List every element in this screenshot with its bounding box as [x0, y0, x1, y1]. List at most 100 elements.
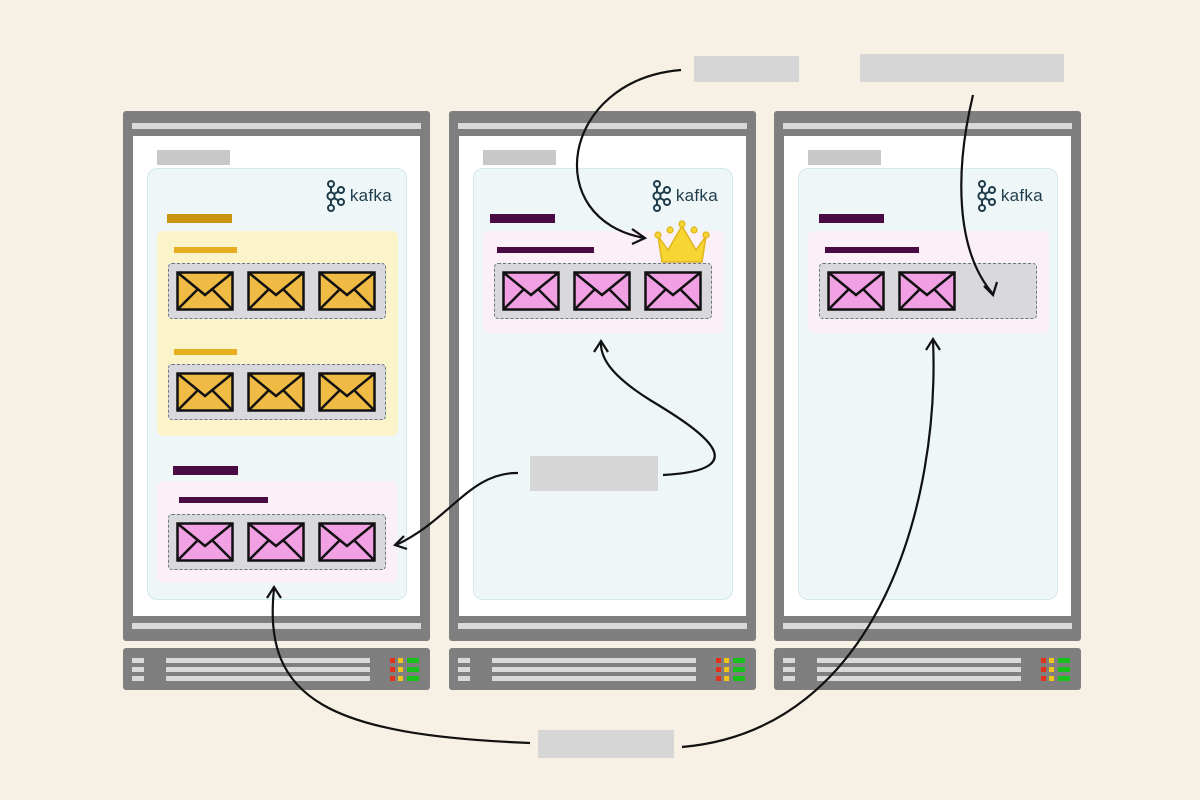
- status-led-green: [407, 667, 419, 672]
- server-2: kafka: [449, 111, 756, 641]
- vent: [458, 667, 470, 672]
- status-led-yellow: [724, 667, 729, 672]
- broker-screen-1: kafka: [133, 136, 420, 616]
- envelope-icon: [176, 372, 234, 412]
- vent: [132, 658, 144, 663]
- partition-log: [168, 514, 386, 570]
- status-led-green: [733, 676, 745, 681]
- envelope-icon: [176, 522, 234, 562]
- kafka-panel-2: kafka: [473, 168, 733, 600]
- vent: [458, 658, 470, 663]
- vent: [783, 667, 795, 672]
- envelope-icon: [502, 271, 560, 311]
- status-led-yellow: [1049, 676, 1054, 681]
- arrowhead: [983, 281, 999, 298]
- status-led-green: [1058, 676, 1070, 681]
- envelope-icon: [176, 271, 234, 311]
- status-led-red: [390, 658, 395, 663]
- status-led-yellow: [398, 667, 403, 672]
- status-led-yellow: [1049, 658, 1054, 663]
- server-base-2: [449, 648, 756, 690]
- drive-slot: [492, 667, 696, 672]
- partition-label-bar: [825, 247, 919, 253]
- topic-b-label-bar: [490, 214, 555, 223]
- status-led-yellow: [724, 658, 729, 663]
- status-led-red: [1041, 676, 1046, 681]
- status-led-yellow: [398, 676, 403, 681]
- topic-b-partition-container-follower: [808, 231, 1049, 333]
- envelope-icon: [573, 271, 631, 311]
- status-led-green: [733, 658, 745, 663]
- status-led-green: [1058, 658, 1070, 663]
- partition-label-bar: [179, 497, 268, 503]
- arrow-to-replica-log: [395, 471, 519, 546]
- envelope-icon: [644, 271, 702, 311]
- arrow-to-crown: [575, 68, 682, 240]
- kafka-logo-text: kafka: [675, 186, 718, 205]
- topic-b-partition-container: [157, 481, 398, 583]
- status-led-green: [407, 658, 419, 663]
- drive-slot: [166, 658, 370, 663]
- arrowhead: [593, 338, 609, 353]
- status-led-green: [1058, 667, 1070, 672]
- server-1: kafka: [123, 111, 430, 641]
- partition-log: [168, 364, 386, 420]
- vent: [458, 676, 470, 681]
- drive-slot: [817, 658, 1021, 663]
- status-led-red: [1041, 658, 1046, 663]
- status-led-red: [1041, 667, 1046, 672]
- crown-icon: [654, 220, 710, 263]
- status-led-red: [716, 676, 721, 681]
- envelope-icon: [318, 522, 376, 562]
- vent: [783, 676, 795, 681]
- kafka-panel-3: kafka: [798, 168, 1058, 600]
- kafka-panel-1: kafka: [147, 168, 407, 600]
- status-led-yellow: [398, 658, 403, 663]
- server-3: kafka: [774, 111, 1081, 641]
- kafka-logo: kafka: [324, 179, 392, 213]
- envelope-icon: [827, 271, 885, 311]
- envelope-icon: [898, 271, 956, 311]
- server-rail: [458, 623, 747, 629]
- envelope-icon: [318, 271, 376, 311]
- arrow-to-server3-log: [681, 339, 935, 749]
- callout-follower-placeholder: [860, 54, 1064, 82]
- vent: [783, 658, 795, 663]
- kafka-logo-icon: [977, 180, 996, 212]
- status-led-red: [390, 667, 395, 672]
- server-rail: [783, 123, 1072, 129]
- envelope-icon: [247, 271, 305, 311]
- partition-log: [168, 263, 386, 319]
- kafka-logo: kafka: [650, 179, 718, 213]
- status-led-yellow: [1049, 667, 1054, 672]
- drive-slot: [817, 676, 1021, 681]
- partition-log: [819, 263, 1037, 319]
- callout-replicas-placeholder: [530, 456, 658, 491]
- partition-label-bar: [174, 247, 237, 253]
- status-led-green: [733, 667, 745, 672]
- status-led-red: [716, 658, 721, 663]
- drive-slot: [492, 676, 696, 681]
- vent: [132, 676, 144, 681]
- envelope-icon: [318, 372, 376, 412]
- topic-a-container: [157, 231, 398, 436]
- arrow-to-empty-slot: [960, 94, 994, 295]
- kafka-logo-text: kafka: [1000, 186, 1043, 205]
- server-base-1: [123, 648, 430, 690]
- partition-log: [494, 263, 712, 319]
- topic-a-label-bar: [167, 214, 232, 223]
- server-rail: [132, 123, 421, 129]
- arrowhead: [631, 228, 648, 245]
- broker-screen-2: kafka: [459, 136, 746, 616]
- envelope-icon: [247, 372, 305, 412]
- kafka-logo: kafka: [975, 179, 1043, 213]
- arrow-to-leader-log: [599, 341, 716, 477]
- drive-slot: [492, 658, 696, 663]
- broker-label-placeholder: [483, 150, 556, 165]
- topic-b-label-bar: [819, 214, 884, 223]
- arrowhead: [392, 535, 408, 551]
- status-led-red: [390, 676, 395, 681]
- broker-label-placeholder: [808, 150, 881, 165]
- arrow-to-server1-log: [271, 588, 531, 745]
